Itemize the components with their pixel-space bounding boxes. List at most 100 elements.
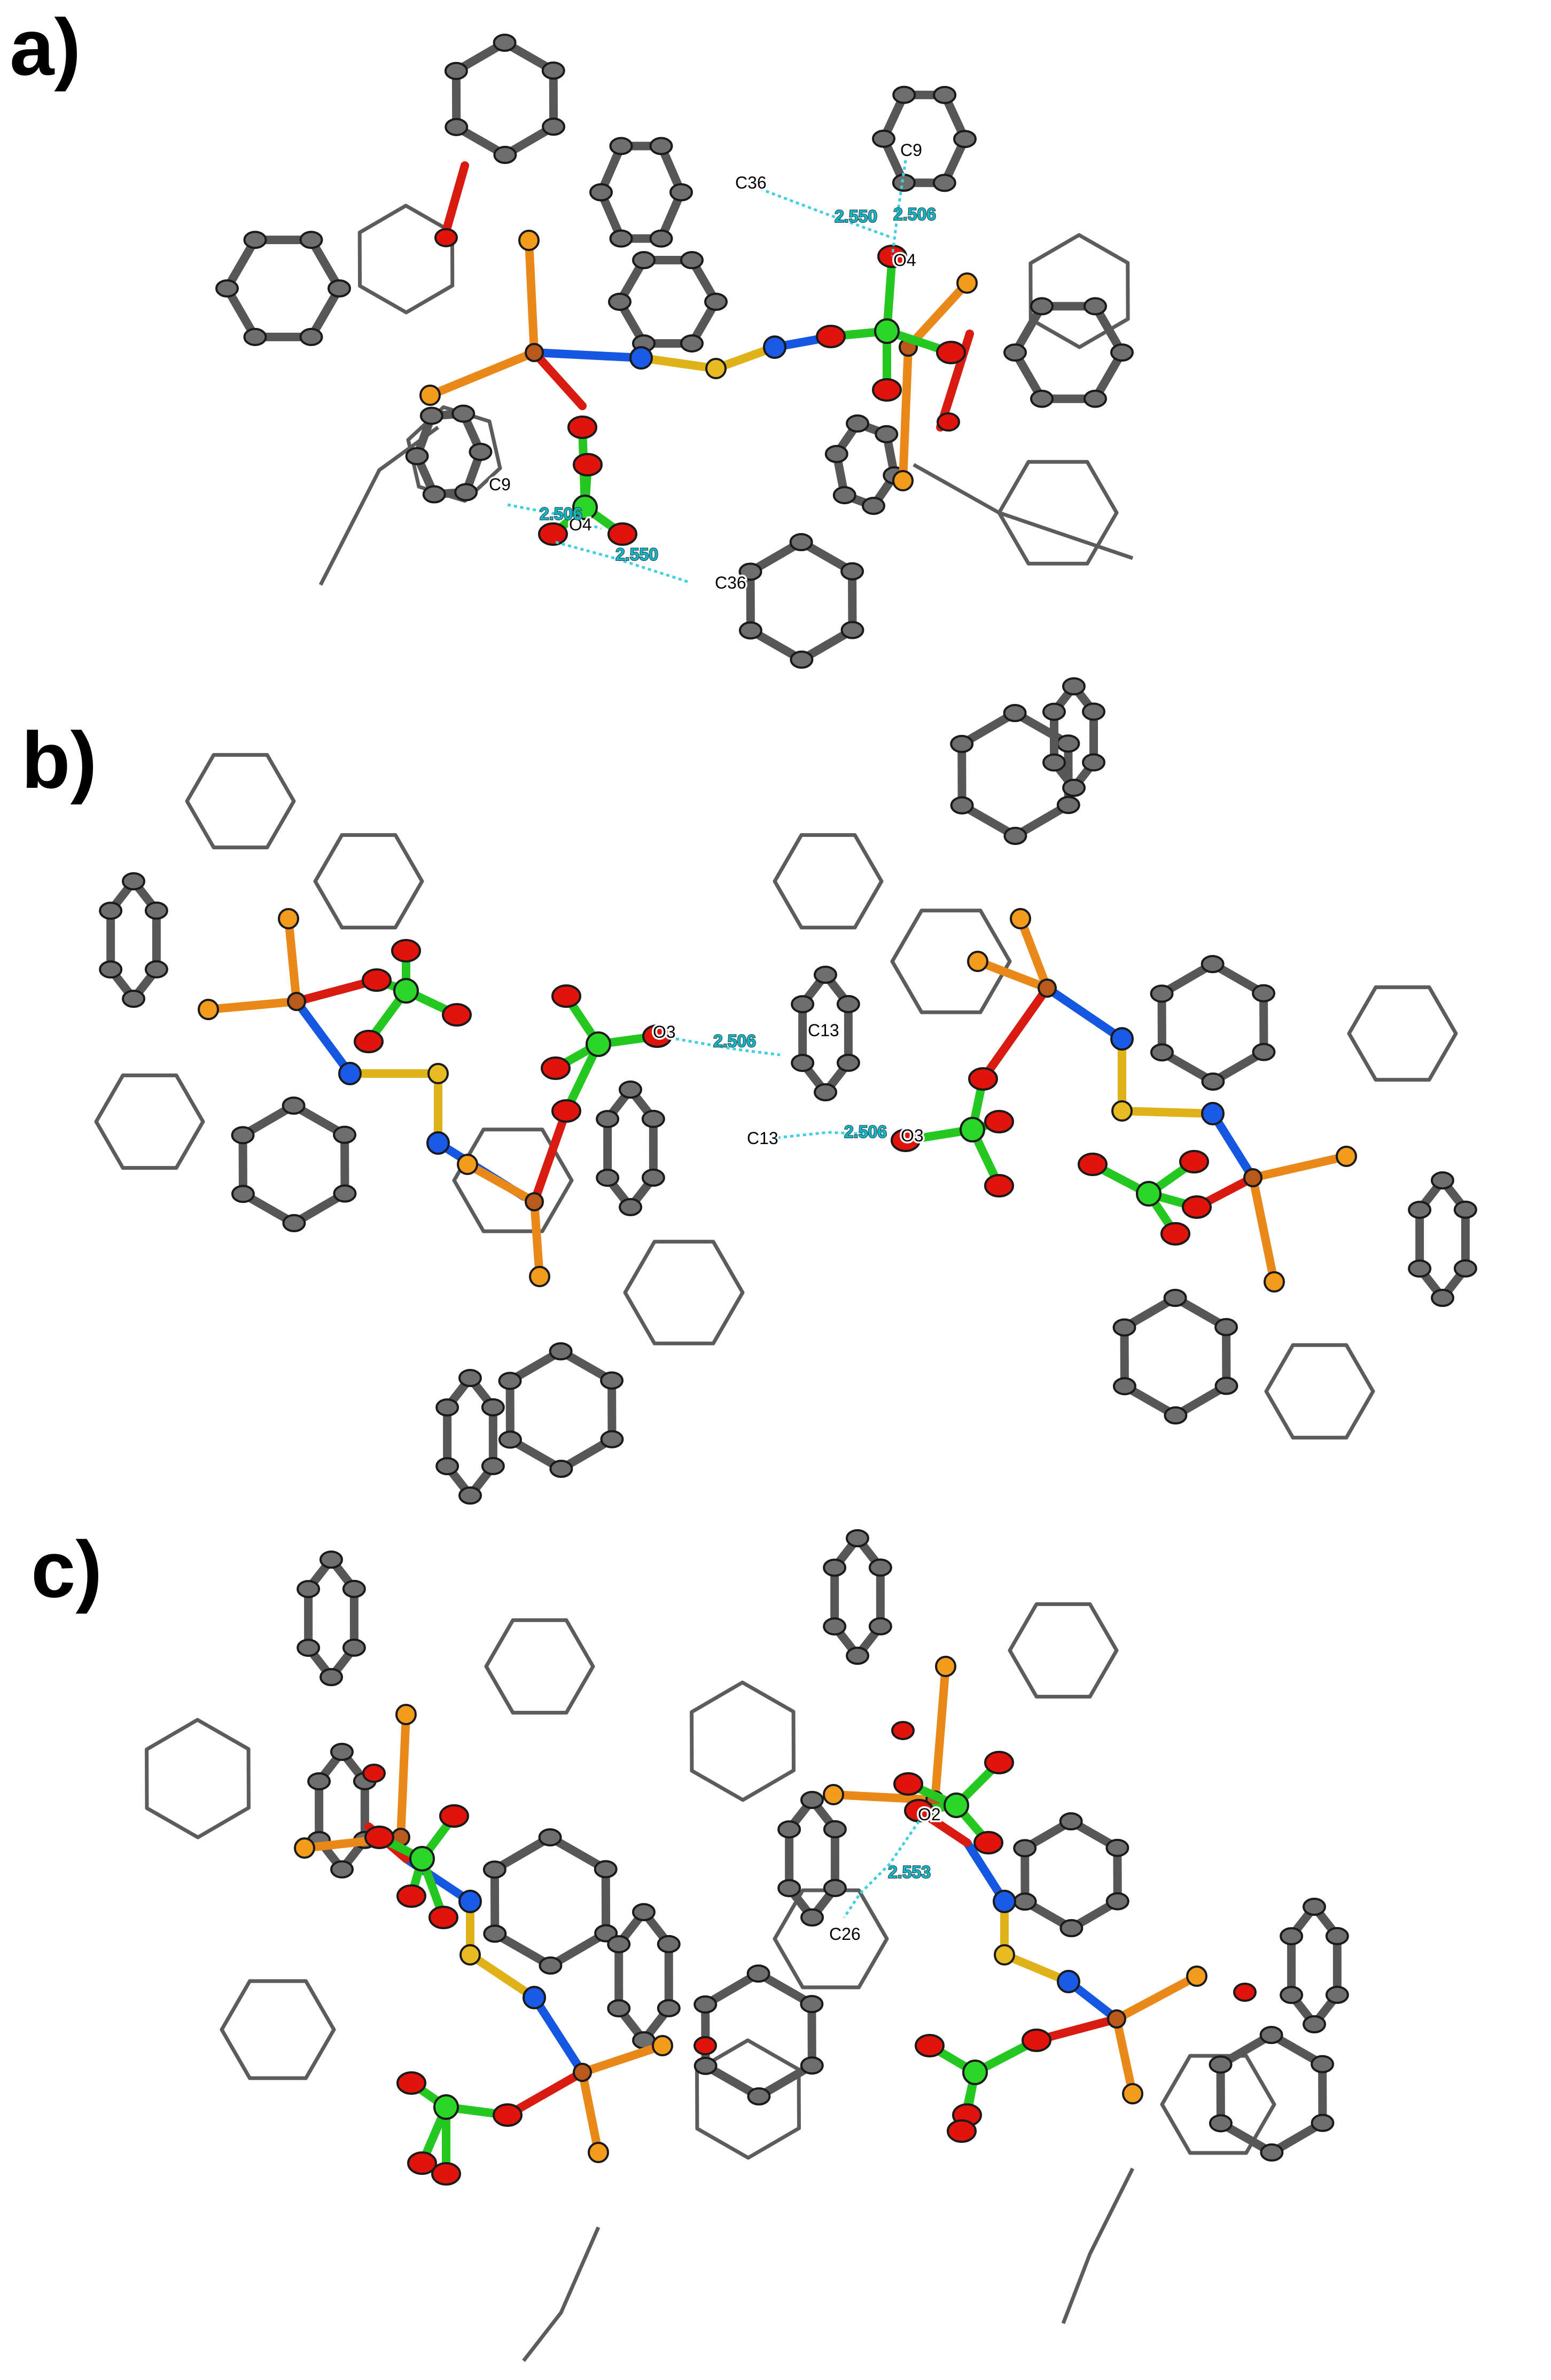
carbon-atom — [333, 1184, 357, 1203]
bond — [899, 343, 913, 485]
oxygen-atom — [551, 1099, 581, 1123]
oxygen-atom — [936, 341, 966, 364]
carbon-atom — [813, 966, 837, 984]
carbon-atom — [307, 1772, 331, 1791]
carbon-atom — [800, 2056, 824, 2075]
carbon-atom — [231, 1126, 255, 1145]
panel-a-label: a) — [10, 2, 81, 92]
hydrogen-bond — [675, 1037, 781, 1056]
carbon-atom — [861, 497, 885, 515]
oxygen-atom — [973, 1831, 1003, 1854]
carbon-atom — [704, 293, 728, 311]
carbon-atom — [1082, 702, 1106, 721]
carbon-atom — [330, 1860, 354, 1878]
nitrogen-atom — [1110, 1027, 1134, 1051]
phosphorus-atom — [588, 2142, 609, 2163]
carbon-atom — [1110, 343, 1134, 362]
atom-label: C13 — [808, 1021, 839, 1040]
phenyl-wireframe-ring — [1160, 2054, 1276, 2155]
carbon-atom — [121, 872, 145, 890]
carbon-atom — [1201, 1072, 1225, 1091]
bond — [530, 1107, 571, 1206]
carbon-atom — [738, 621, 762, 640]
hydrogen-bond — [891, 160, 907, 257]
oxygen-atom — [541, 1056, 571, 1080]
oxygen-atom — [642, 1024, 672, 1048]
carbon-atom — [243, 231, 267, 249]
oxygen-atom — [891, 1721, 915, 1740]
carbon-atom — [777, 1879, 801, 1898]
carbon-atom — [482, 1860, 506, 1879]
nitrogen-atom — [338, 1062, 362, 1085]
bond — [578, 2068, 603, 2157]
oxygen-atom — [607, 522, 637, 546]
carbon-atom — [892, 174, 916, 192]
oxygen-atom — [551, 984, 581, 1008]
carbon-atom — [1408, 1259, 1432, 1278]
oxygen-atom — [1182, 1195, 1212, 1219]
oxygen-atom — [1160, 1222, 1190, 1246]
oxygen-atom — [937, 412, 960, 432]
carbon-atom — [800, 1908, 824, 1927]
carbon-atom — [1084, 389, 1107, 408]
bond — [525, 236, 539, 357]
oxygen-atom — [947, 2119, 977, 2143]
oxygen-atom — [984, 1174, 1014, 1197]
oxygen-atom — [362, 1764, 386, 1783]
carbon-atom — [1280, 1927, 1304, 1946]
distance-label: 2.553 — [888, 1862, 931, 1882]
carbon-atom — [589, 183, 613, 201]
carbon-atom — [549, 1342, 573, 1361]
bond — [204, 997, 301, 1014]
oxygen-atom — [439, 1804, 469, 1828]
phenyl-wireframe-ring — [452, 1128, 574, 1233]
carbon-atom — [1013, 1839, 1037, 1858]
hydrogen-bond — [507, 503, 602, 530]
bond — [1209, 1109, 1257, 1182]
chlorine-atom — [433, 2094, 459, 2120]
phenyl-wireframe-ring — [690, 1680, 796, 1802]
oxygen-atom — [567, 416, 597, 439]
carbon-atom — [607, 1935, 631, 1954]
phenyl-wireframe-ring — [1264, 1343, 1375, 1440]
phosphorus-atom — [395, 1704, 417, 1725]
carbon-atom — [451, 404, 476, 423]
carbon-atom — [299, 327, 323, 346]
carbon-atom — [319, 1551, 343, 1569]
bond — [439, 161, 469, 245]
carbon-atom — [481, 1457, 505, 1475]
carbon-atom — [738, 562, 762, 581]
carbon-atom — [1056, 796, 1080, 815]
phenyl-wireframe-ring — [773, 833, 884, 930]
bond — [396, 1710, 410, 1842]
carbon-atom — [1453, 1200, 1477, 1219]
atom-label: C36 — [715, 573, 746, 592]
phenyl-wireframe-bond — [1061, 2167, 1135, 2324]
carbon-atom — [824, 444, 848, 463]
atom-label: O3 — [653, 1022, 676, 1042]
carbon-atom — [747, 2087, 771, 2105]
phosphorus-atom — [1264, 1271, 1285, 1293]
carbon-atom — [872, 129, 896, 148]
carbon-atom — [596, 1169, 620, 1187]
phenyl-wireframe-ring — [1347, 985, 1458, 1082]
carbon-atom — [641, 1109, 665, 1128]
oxygen-atom — [407, 2151, 437, 2175]
phenyl-wireframe-ring — [890, 909, 1012, 1014]
carbon-atom — [1003, 826, 1027, 845]
distance-label: 2.506 — [713, 1031, 756, 1051]
carbon-atom — [1201, 955, 1225, 974]
carbon-atom — [458, 1369, 482, 1387]
phosphorus-atom — [1186, 1966, 1207, 1987]
carbon-atom — [342, 1638, 366, 1657]
oxygen-atom — [1179, 1150, 1209, 1173]
panel-c-label: c) — [31, 1524, 102, 1614]
carbon-atom — [836, 1053, 860, 1072]
bond — [1016, 914, 1051, 992]
phenyl-wireframe-ring — [220, 1979, 336, 2080]
carbon-atom — [328, 279, 351, 298]
bond — [904, 279, 971, 351]
carbon-atom — [538, 1828, 562, 1847]
carbon-atom — [1105, 1892, 1129, 1911]
carbon-atom — [823, 1878, 847, 1897]
